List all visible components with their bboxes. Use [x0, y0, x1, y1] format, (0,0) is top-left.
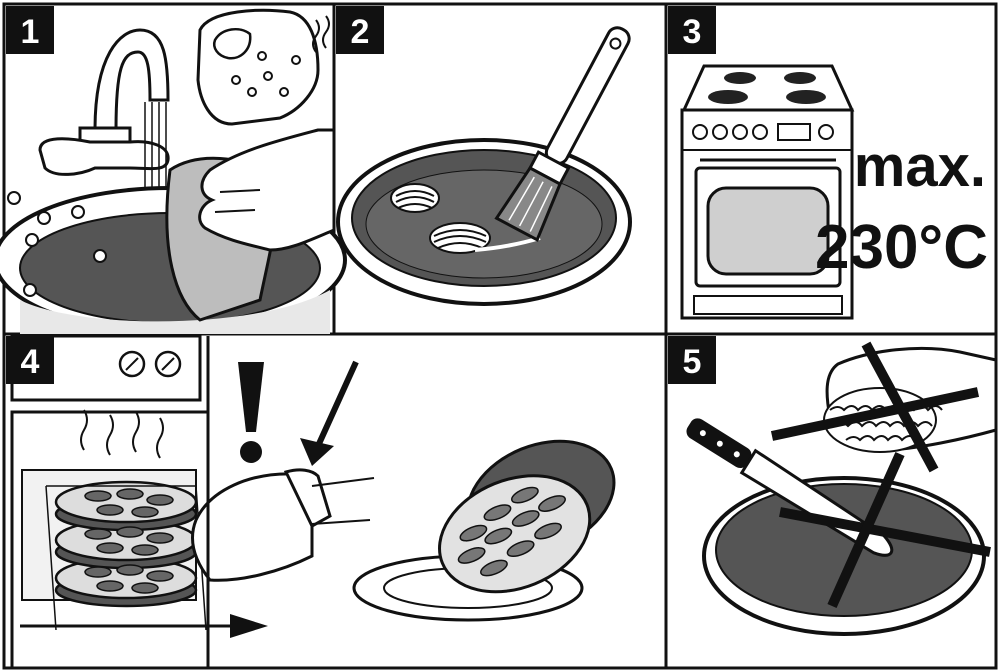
panel-2: 2 [336, 6, 632, 306]
step-badge-5 [668, 336, 716, 384]
temperature-label: 230°C [815, 213, 988, 282]
no-cutting-icon [686, 341, 998, 636]
max-label: max. [854, 134, 986, 199]
step-number-5: 5 [683, 343, 702, 381]
step-badge-2 [336, 6, 384, 54]
washing-pan-icon [0, 8, 347, 334]
step-badge-3 [668, 6, 716, 54]
greasing-pan-icon [336, 26, 632, 306]
panel-5: 5 [668, 336, 998, 636]
panel-3: 3 max. 230°C [668, 6, 988, 320]
oven-icon [680, 64, 855, 320]
step-number-1: 1 [21, 13, 40, 51]
step-number-2: 2 [351, 13, 370, 51]
panel-4: 4 [6, 334, 616, 670]
step-badge-1 [6, 6, 54, 54]
step-badge-4 [6, 336, 54, 384]
step-number-3: 3 [683, 13, 702, 51]
step-number-4: 4 [21, 343, 40, 381]
panel-1: 1 [0, 6, 347, 334]
